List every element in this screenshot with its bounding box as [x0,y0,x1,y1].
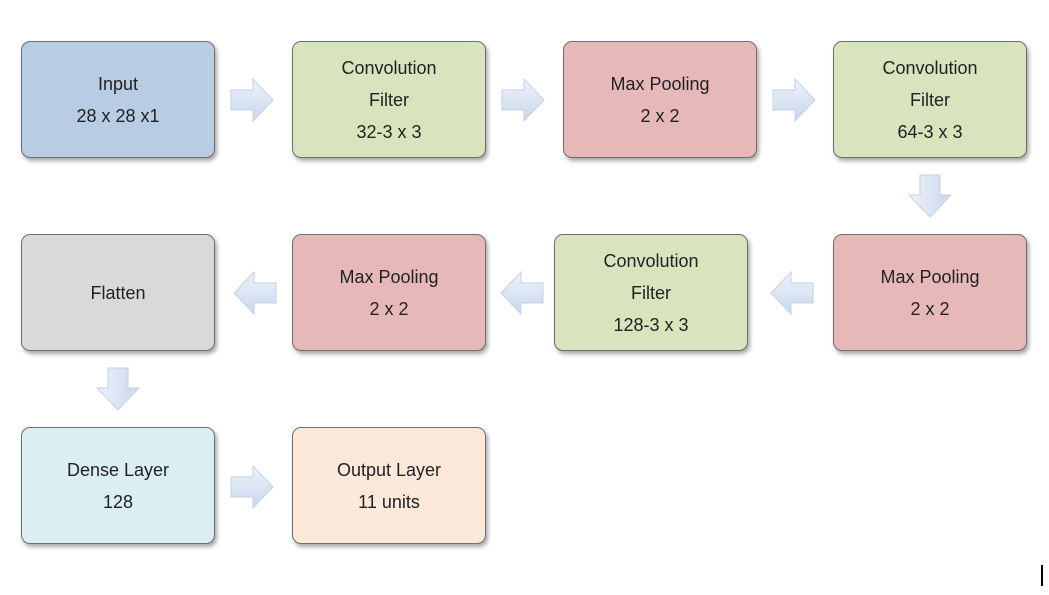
convolution-node-3-params: 128-3 x 3 [613,314,689,335]
arrow-right-icon [230,464,274,510]
convolution-node-3-title: Convolution [603,250,699,271]
arrow-right-icon [230,77,274,123]
output-layer-node: Output Layer 11 units [292,427,486,544]
dense-layer-node: Dense Layer 128 [21,427,215,544]
max-pooling-node-2-title: Max Pooling [880,266,980,287]
convolution-node-1-title: Convolution [341,57,437,78]
flatten-node-title: Flatten [90,282,146,303]
max-pooling-node-1-title: Max Pooling [610,73,710,94]
convolution-node-2-subtitle: Filter [910,89,950,110]
max-pooling-node-2: Max Pooling 2 x 2 [833,234,1027,351]
arrow-right-icon [772,77,816,123]
convolution-node-3: Convolution Filter 128-3 x 3 [554,234,748,351]
output-layer-node-title: Output Layer [336,459,442,480]
max-pooling-node-3: Max Pooling 2 x 2 [292,234,486,351]
max-pooling-node-1-size: 2 x 2 [640,105,680,126]
convolution-node-2-title: Convolution [882,57,978,78]
max-pooling-node-2-size: 2 x 2 [910,298,950,319]
convolution-node-1-params: 32-3 x 3 [356,121,422,142]
arrow-left-icon [233,270,277,316]
convolution-node-2-params: 64-3 x 3 [897,121,963,142]
input-node-shape: 28 x 28 x1 [76,105,160,126]
arrow-down-icon [95,367,141,411]
max-pooling-node-1: Max Pooling 2 x 2 [563,41,757,158]
convolution-node-1-subtitle: Filter [369,89,409,110]
arrow-left-icon [500,270,544,316]
text-cursor [1041,565,1043,586]
convolution-node-2: Convolution Filter 64-3 x 3 [833,41,1027,158]
arrow-right-icon [501,77,545,123]
arrow-down-icon [907,174,953,218]
convolution-node-1: Convolution Filter 32-3 x 3 [292,41,486,158]
max-pooling-node-3-size: 2 x 2 [369,298,409,319]
input-node: Input 28 x 28 x1 [21,41,215,158]
dense-layer-node-title: Dense Layer [66,459,170,480]
flatten-node: Flatten [21,234,215,351]
max-pooling-node-3-title: Max Pooling [339,266,439,287]
output-layer-node-units: 11 units [358,491,420,512]
convolution-node-3-subtitle: Filter [631,282,671,303]
dense-layer-node-units: 128 [102,491,134,512]
arrow-left-icon [770,270,814,316]
input-node-title: Input [97,73,139,94]
